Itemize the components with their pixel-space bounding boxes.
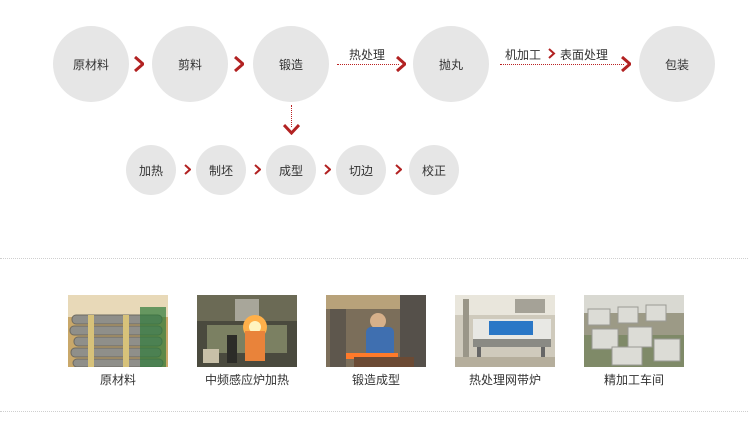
step-shot-blasting: 抛丸 (413, 26, 489, 102)
chevron-right-small-icon (324, 164, 331, 175)
connector-line (337, 64, 399, 65)
connector-line-vertical (291, 105, 292, 127)
chevron-right-small-icon (254, 164, 261, 175)
step-raw-material: 原材料 (53, 26, 129, 102)
forging-photo[interactable] (326, 295, 426, 367)
chevron-right-small-icon (184, 164, 191, 175)
chevron-right-small-icon (548, 48, 556, 59)
chevron-right-icon (234, 56, 244, 72)
chevron-right-icon (621, 56, 631, 72)
machining-workshop-photo[interactable] (584, 295, 684, 367)
substep-forming: 成型 (266, 145, 316, 195)
heat-treatment-label: 热处理 (349, 48, 386, 62)
gallery-caption: 精加工车间 (603, 373, 664, 387)
mesh-belt-furnace-photo[interactable] (455, 295, 555, 367)
gallery-caption: 锻造成型 (351, 373, 400, 387)
divider (0, 411, 748, 412)
substep-trimming: 切边 (336, 145, 386, 195)
chevron-right-icon (134, 56, 144, 72)
gallery-caption: 原材料 (99, 373, 136, 387)
steel-bars-photo[interactable] (68, 295, 168, 367)
substep-heating: 加热 (126, 145, 176, 195)
substep-straightening: 校正 (409, 145, 459, 195)
gallery-caption: 热处理网带炉 (468, 373, 541, 387)
substep-blanking: 制坯 (196, 145, 246, 195)
machining-label: 机加工 (505, 48, 542, 62)
step-cutting: 剪料 (152, 26, 228, 102)
connector-line (500, 64, 624, 65)
step-forging: 锻造 (253, 26, 329, 102)
chevron-down-icon (283, 124, 300, 135)
chevron-right-icon (396, 56, 406, 72)
induction-furnace-photo[interactable] (197, 295, 297, 367)
step-packaging: 包装 (639, 26, 715, 102)
chevron-right-small-icon (395, 164, 402, 175)
divider (0, 258, 748, 259)
surface-treatment-label: 表面处理 (560, 48, 609, 62)
gallery-caption: 中频感应炉加热 (204, 373, 289, 387)
